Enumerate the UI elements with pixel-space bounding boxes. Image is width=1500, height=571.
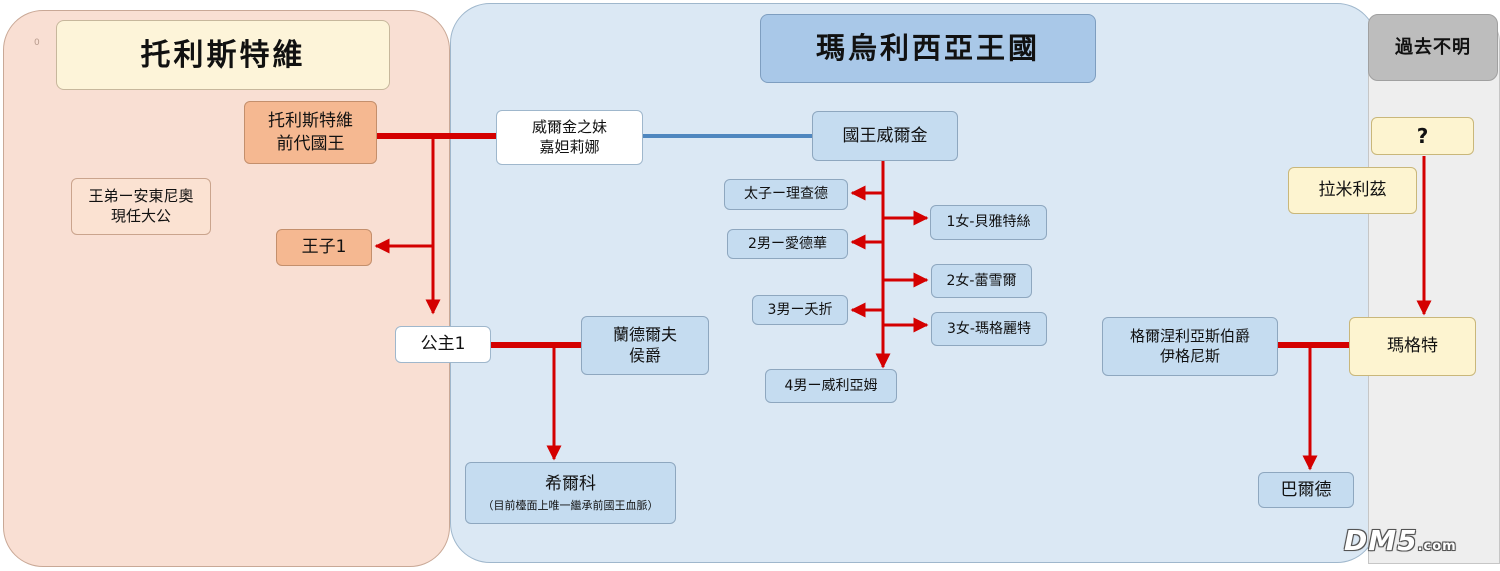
node-third-son: 3男ー夭折 xyxy=(752,295,848,325)
node-count: 格爾涅利亞斯伯爵 伊格尼斯 xyxy=(1102,317,1278,376)
node-king: 國王威爾金 xyxy=(812,111,958,161)
node-sister-line1: 威爾金之妹 xyxy=(531,118,607,136)
watermark-logo: DM5.com xyxy=(1344,524,1457,557)
node-margot: 瑪格特 xyxy=(1349,317,1476,376)
node-count-line2: 伊格尼斯 xyxy=(1159,346,1220,365)
region-title-unknown: 過去不明 xyxy=(1368,14,1498,81)
node-fourth-son: 4男ー威利亞姆 xyxy=(765,369,897,403)
node-marquis: 蘭德爾夫 侯爵 xyxy=(581,316,709,375)
node-baldo: 巴爾德 xyxy=(1258,472,1354,508)
node-sister-line2: 嘉妲莉娜 xyxy=(539,137,600,156)
region-title-maurisia: 瑪烏利西亞王國 xyxy=(760,14,1096,83)
node-prince1: 王子1 xyxy=(276,229,372,266)
node-brother-line1: 王弟ー安東尼奧 xyxy=(88,187,194,205)
region-title-toristvi: 托利斯特維 xyxy=(56,20,390,90)
region-unknown-past xyxy=(1368,14,1500,564)
node-hilco: 希爾科 （目前檯面上唯一繼承前國王血脈） xyxy=(465,462,676,524)
node-ramirez: 拉米利茲 xyxy=(1288,167,1417,214)
node-marquis-line2: 侯爵 xyxy=(628,345,661,365)
node-hilco-note: （目前檯面上唯一繼承前國王血脈） xyxy=(482,498,659,512)
corner-mark: 0 xyxy=(34,38,40,48)
watermark-main: DM5 xyxy=(1344,524,1418,557)
watermark-suffix: .com xyxy=(1417,539,1457,554)
node-crown-prince: 太子ー理查德 xyxy=(724,179,848,210)
node-prev-king-line2: 前代國王 xyxy=(276,133,345,154)
node-marquis-line1: 蘭德爾夫 xyxy=(612,324,677,344)
node-count-line1: 格爾涅利亞斯伯爵 xyxy=(1129,327,1250,345)
node-princess1: 公主1 xyxy=(395,326,491,363)
node-prev-king: 托利斯特維 前代國王 xyxy=(244,101,377,164)
node-unknown: ? xyxy=(1371,117,1474,155)
node-prev-king-line1: 托利斯特維 xyxy=(268,111,353,132)
node-brother: 王弟ー安東尼奧 現任大公 xyxy=(71,178,211,235)
node-first-daughter: 1女-貝雅特絲 xyxy=(930,205,1047,240)
node-hilco-name: 希爾科 xyxy=(545,473,596,494)
node-second-daughter: 2女-蕾雪爾 xyxy=(931,264,1032,298)
node-second-son: 2男ー愛德華 xyxy=(727,229,848,259)
node-brother-line2: 現任大公 xyxy=(110,206,171,225)
node-sister: 威爾金之妹 嘉妲莉娜 xyxy=(496,110,643,165)
node-third-daughter: 3女-瑪格麗特 xyxy=(931,312,1047,346)
